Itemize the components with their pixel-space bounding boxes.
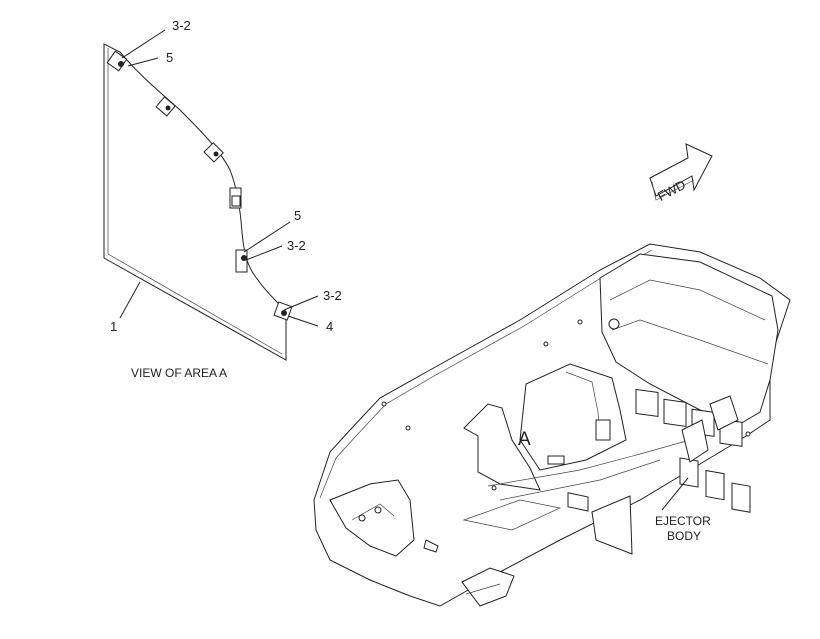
leader-ejector — [661, 477, 689, 511]
callout-3-2-mid: 3-2 — [287, 238, 306, 253]
ejector-label-line2: BODY — [667, 529, 701, 543]
clip-6 — [273, 301, 293, 321]
panel-detail-view: 3-2 5 5 3-2 3-2 4 1 VIEW OF AREA A — [103, 18, 342, 380]
clip-1 — [106, 50, 128, 72]
floor-pin — [423, 539, 439, 553]
center-console — [519, 363, 627, 471]
clip-3 — [203, 142, 224, 163]
leader-c6 — [287, 315, 319, 327]
callout-3-2-low: 3-2 — [323, 288, 342, 303]
front-bulkhead — [599, 253, 779, 425]
plate-edge-line — [319, 249, 653, 499]
console-socket — [595, 419, 611, 441]
leader-c2 — [127, 57, 159, 67]
leader-c4 — [245, 245, 283, 261]
floor-recess — [462, 499, 562, 531]
clip-4 — [229, 187, 242, 209]
console-slot — [547, 455, 565, 465]
area-a-panel — [463, 403, 541, 491]
area-a-marker: A — [518, 429, 531, 450]
clip-5 — [235, 249, 248, 273]
machine-body: A — [313, 243, 791, 607]
console-vent — [567, 492, 589, 512]
view-caption: VIEW OF AREA A — [131, 366, 227, 380]
leader-c5 — [283, 295, 319, 311]
left-mount-bracket — [329, 479, 415, 557]
leader-c3 — [243, 221, 291, 253]
ejector-label-line1: EJECTOR — [655, 514, 711, 528]
ejector-plate — [591, 495, 633, 555]
panel-bottom-edge — [107, 253, 283, 355]
callout-4: 4 — [326, 319, 333, 334]
bulkhead-bolt — [608, 318, 620, 330]
fwd-arrow: FWD — [649, 143, 713, 204]
lower-hitch — [461, 567, 515, 607]
leader-c7 — [119, 281, 141, 319]
leader-c1 — [121, 29, 166, 59]
panel-outline — [103, 43, 287, 361]
clip-2 — [155, 96, 176, 117]
right-bracket — [681, 419, 709, 463]
right-bracket-2 — [709, 395, 739, 431]
callout-5-top: 5 — [166, 50, 173, 65]
callout-1: 1 — [110, 319, 117, 334]
callout-5-mid: 5 — [294, 208, 301, 223]
callout-3-2-top: 3-2 — [172, 18, 191, 33]
